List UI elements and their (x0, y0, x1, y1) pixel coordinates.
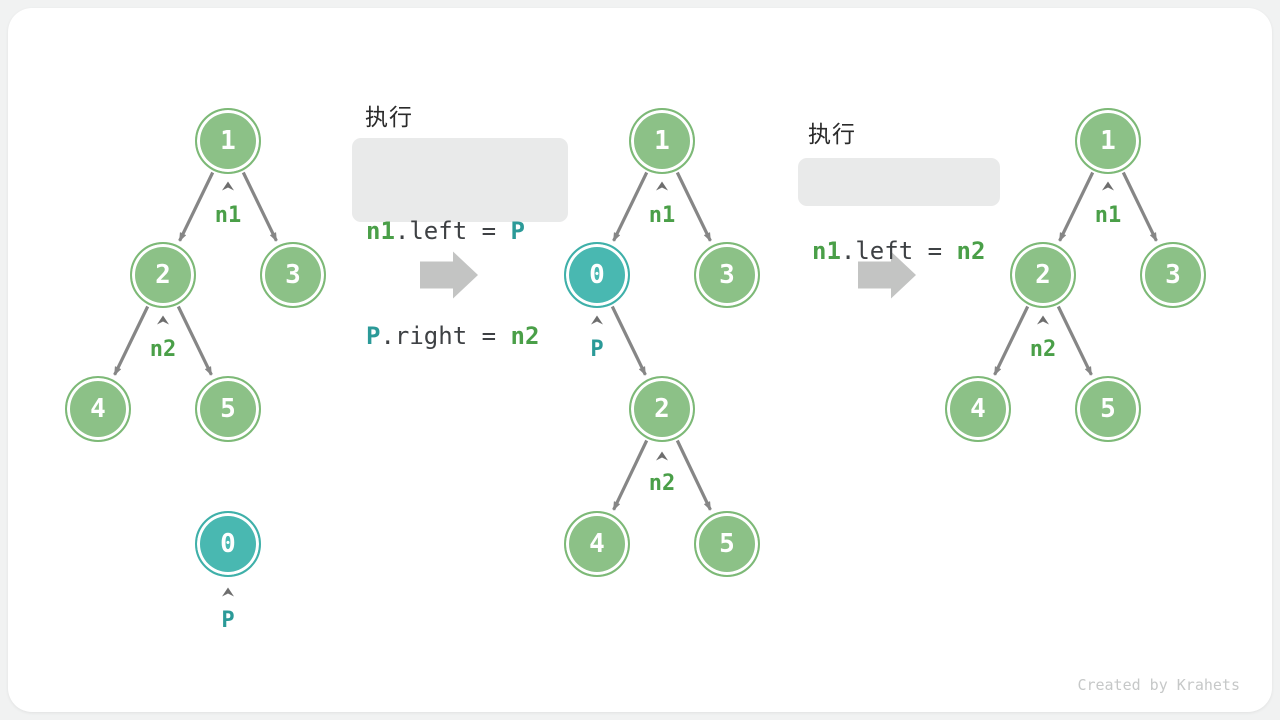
exec-label: 执行 (365, 104, 413, 130)
tree1-node-2: 2 (130, 242, 196, 308)
tree2-node-0-P: 0 (564, 242, 630, 308)
tree2-node-3: 3 (694, 242, 760, 308)
pointer-label-P: P (221, 608, 235, 633)
figure-card (8, 8, 1272, 712)
node-value: 2 (654, 394, 670, 424)
tree1-node-1: 1 (195, 108, 261, 174)
code-token: .right = (380, 322, 511, 350)
node-value: 3 (285, 260, 301, 290)
code-token: .left = (394, 217, 511, 245)
code-token: n2 (956, 237, 986, 265)
node-value: 5 (719, 529, 735, 559)
code-token: .left = (840, 237, 957, 265)
tree1-node-5: 5 (195, 376, 261, 442)
watermark-credit: Created by Krahets (1077, 676, 1240, 694)
node-value: 5 (220, 394, 236, 424)
tree2-node-5: 5 (694, 511, 760, 577)
node-value: 0 (220, 529, 236, 559)
tree3-node-2: 2 (1010, 242, 1076, 308)
tree2-node-1: 1 (629, 108, 695, 174)
node-value: 5 (1100, 394, 1116, 424)
exec-label: 执行 (808, 121, 856, 147)
code-block-2: n1.left = n2 (798, 158, 1000, 265)
code-token: P (510, 217, 525, 245)
node-value: 0 (589, 260, 605, 290)
node-value: 4 (90, 394, 106, 424)
node-value: 4 (970, 394, 986, 424)
pointer-label-n1: n1 (1094, 203, 1122, 228)
code-line: P.right = n2 (366, 319, 554, 354)
node-value: 1 (220, 126, 236, 156)
tree1-node-3: 3 (260, 242, 326, 308)
pointer-label-n1: n1 (214, 203, 242, 228)
node-value: 4 (589, 529, 605, 559)
node-value: 1 (654, 126, 670, 156)
pointer-label-n2: n2 (149, 337, 177, 362)
node-value: 1 (1100, 126, 1116, 156)
tree3-node-4: 4 (945, 376, 1011, 442)
tree1-node-4: 4 (65, 376, 131, 442)
node-value: 3 (1165, 260, 1181, 290)
tree1-node-0-P: 0 (195, 511, 261, 577)
tree3-node-3: 3 (1140, 242, 1206, 308)
tree3-node-1: 1 (1075, 108, 1141, 174)
code-token: P (366, 322, 381, 350)
pointer-label-n1: n1 (648, 203, 676, 228)
code-token: n1 (366, 217, 395, 245)
tree2-node-4: 4 (564, 511, 630, 577)
code-token: n2 (510, 322, 540, 350)
tree2-node-2: 2 (629, 376, 695, 442)
pointer-label-n2: n2 (648, 471, 676, 496)
tree3-node-5: 5 (1075, 376, 1141, 442)
code-line: n1.left = n2 (812, 234, 986, 269)
node-value: 2 (155, 260, 171, 290)
code-block-1: n1.left = P P.right = n2 (352, 138, 568, 350)
code-token: n1 (812, 237, 841, 265)
node-value: 2 (1035, 260, 1051, 290)
pointer-label-P: P (590, 337, 604, 362)
node-value: 3 (719, 260, 735, 290)
code-line: n1.left = P (366, 214, 554, 249)
pointer-label-n2: n2 (1029, 337, 1057, 362)
